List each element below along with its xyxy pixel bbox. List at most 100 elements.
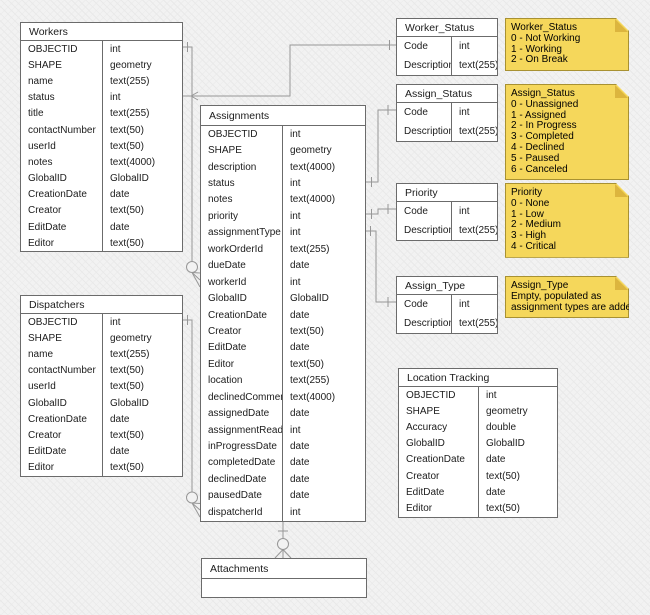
field-name: assignmentRead (208, 424, 282, 436)
field-type: text(50) (102, 427, 182, 444)
field-name: contactNumber (28, 365, 96, 377)
note-line: 3 - High (511, 230, 547, 242)
note-title: Worker_Status (511, 22, 577, 33)
field-name: pausedDate (208, 490, 262, 502)
field-name: dispatcherId (208, 506, 263, 518)
field-name: SHAPE (28, 59, 62, 71)
field-type: text(50) (282, 356, 365, 373)
field-type: int (451, 103, 497, 122)
table-title-dispatchers: Dispatchers (21, 296, 182, 314)
field-name: Description (404, 225, 451, 236)
note-line: 0 - Not Working (511, 32, 581, 44)
field-type: int (451, 295, 497, 314)
field-name: GlobalID (28, 397, 67, 409)
field-type: text(50) (102, 121, 182, 139)
field-type: date (282, 339, 365, 357)
note-line: 2 - On Break (511, 54, 568, 66)
field-type: date (102, 443, 182, 460)
field-name: Description (404, 318, 451, 329)
table-title-location-tracking: Location Tracking (399, 369, 557, 387)
field-type: geometry (282, 142, 365, 159)
field-name: inProgressDate (208, 441, 277, 453)
field-name: Editor (28, 462, 55, 474)
field-type: text(255) (282, 372, 365, 389)
connector-line (191, 502, 201, 518)
connector-line (190, 95, 199, 101)
field-name: Code (404, 299, 428, 310)
note-line: 5 - Paused (511, 152, 560, 164)
field-name: Creator (28, 429, 62, 441)
field-type: int (282, 273, 365, 291)
field-type: text(50) (102, 362, 182, 379)
field-type: text(50) (478, 500, 557, 517)
field-type: text(255) (451, 221, 497, 240)
field-type: date (282, 306, 365, 324)
connector-dispatchers-objectid-to-assignments-dispatcherid (183, 315, 201, 518)
field-name: CreationDate (28, 413, 87, 425)
table-row: contactNumber text(50) (21, 362, 182, 379)
field-name: workerId (208, 276, 247, 288)
table-row: CreationDate date (201, 306, 365, 324)
field-name: SHAPE (208, 145, 242, 157)
field-type: int (102, 41, 182, 58)
field-type: int (282, 175, 365, 192)
connector-line (191, 502, 201, 511)
field-name: dueDate (208, 260, 246, 272)
field-type: int (282, 126, 365, 143)
field-type: text(4000) (102, 154, 182, 171)
note-line: 0 - None (511, 197, 550, 209)
connector-workers-objectid-to-assignments-workerid (183, 42, 201, 288)
table-title-workers: Workers (21, 23, 182, 41)
field-name: contactNumber (28, 124, 96, 136)
field-name: declinedDate (208, 473, 267, 485)
field-name: Description (404, 126, 451, 137)
empty-row (202, 579, 366, 597)
table-row: dueDate date (201, 257, 365, 274)
field-type: text(4000) (282, 158, 365, 176)
field-type: GlobalID (478, 435, 557, 452)
connector-assignments-status-to-assign-status-code (366, 105, 396, 187)
field-type: text(50) (102, 378, 182, 395)
field-name: CreationDate (208, 309, 267, 321)
field-name: userId (28, 381, 56, 393)
connector-workers-status-to-worker-status-code (183, 40, 396, 101)
field-type: text(50) (478, 467, 557, 485)
note-line: 0 - Unassigned (511, 98, 579, 110)
table-title-assign-status: Assign_Status (397, 85, 497, 103)
field-type: text(255) (102, 73, 182, 90)
note-line: 1 - Assigned (511, 109, 567, 121)
field-name: Editor (406, 502, 433, 514)
field-name: GlobalID (208, 293, 247, 305)
field-name: notes (208, 194, 233, 206)
connector-line (274, 549, 284, 559)
field-name: declinedComment (208, 391, 282, 403)
field-type: date (282, 257, 365, 274)
note-line: 2 - Medium (511, 219, 562, 231)
connector-line (183, 46, 193, 261)
field-type: date (282, 438, 365, 455)
field-type: text(255) (451, 122, 497, 141)
field-type: text(255) (451, 314, 497, 333)
table-row: SHAPE geometry (201, 142, 365, 159)
field-name: Code (404, 107, 428, 118)
field-name: OBJECTID (208, 128, 258, 140)
